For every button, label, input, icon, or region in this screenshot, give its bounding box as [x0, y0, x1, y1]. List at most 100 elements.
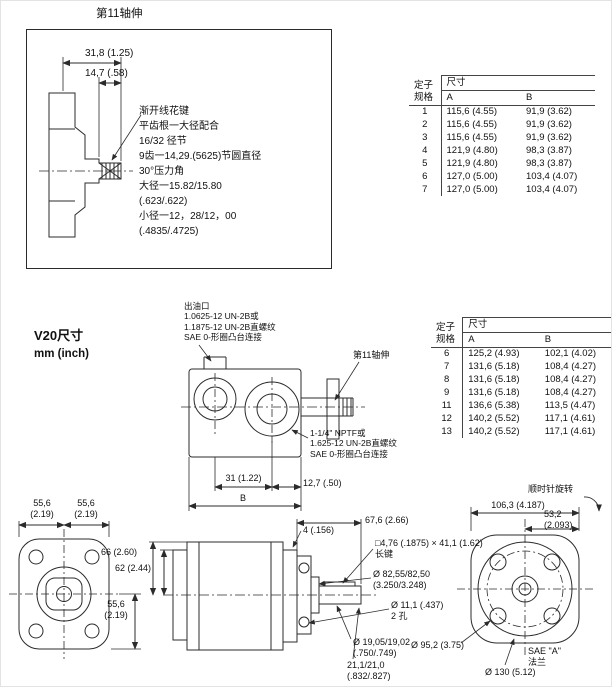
dim-label-556-top-left: 55,6 (2.19): [30, 498, 54, 519]
dim-label-b: B: [240, 493, 247, 503]
table-row: 7 131,6 (5.18) 108,4 (4.27): [431, 360, 611, 374]
table-row: 6 127,0 (5.00) 103,4 (4.07): [409, 170, 595, 183]
table-cell: 6: [431, 347, 464, 361]
table-cell: 102,1 (4.02): [544, 348, 597, 360]
table-cell: 121,9 (4.80): [446, 144, 498, 156]
table-cell: 6: [409, 170, 442, 183]
table-cell: 7: [409, 183, 442, 196]
table2-header-spec: 定子 规格: [431, 317, 464, 348]
table-cell: 108,4 (4.27): [544, 361, 597, 373]
spline-notes: 渐开线花键 平齿根一大径配合 16/32 径节 9齿一14,29.(5625)节…: [139, 106, 262, 237]
bolt-circle-label: Ø 95,2 (3.75): [411, 640, 465, 650]
table-row: 8 131,6 (5.18) 108,4 (4.27): [431, 373, 611, 387]
table-cell: 127,0 (5.00): [446, 183, 498, 195]
table-cell: 136,6 (5.38): [468, 399, 520, 411]
table-cell: 98,3 (3.87): [526, 157, 572, 169]
table-cell: 117,1 (4.61): [544, 425, 596, 437]
table-cell: 115,6 (4.55): [446, 106, 498, 118]
table-cell: 13: [431, 425, 464, 438]
table-cell: 113,5 (4.47): [544, 399, 596, 411]
table-cell: 117,1 (4.61): [544, 412, 596, 424]
table-cell: 108,4 (4.27): [544, 374, 597, 385]
outer-diameter-label: Ø 130 (5.12): [485, 667, 536, 677]
pump-front-view: [9, 521, 187, 659]
table-row: 13 140,2 (5.52) 117,1 (4.61): [431, 425, 611, 438]
table-row: 4 121,9 (4.80) 98,3 (3.87): [409, 144, 595, 158]
table-cell: 8: [431, 373, 464, 387]
dim-label-1063: 106,3 (4.187): [491, 500, 545, 510]
table-cell: 103,4 (4.07): [526, 170, 578, 182]
table-cell: 131,6 (5.18): [468, 374, 520, 385]
outlet-port-label: 出油口 1.0625-12 UN-2B或 1.1875-12 UN-2B直螺纹 …: [184, 301, 276, 343]
table-cell: 115,6 (4.55): [446, 119, 498, 131]
shaft-diameter-label: Ø 19,05/19,02 (.750/.749): [353, 637, 411, 658]
table1-header-spec: 定子 规格: [409, 75, 442, 106]
table-row: 11 136,6 (5.38) 113,5 (4.47): [431, 399, 611, 413]
table2-body: 6 125,2 (4.93) 102,1 (4.02) 7 131,6 (5.18) 10…: [431, 347, 611, 438]
inlet-port-label: 1-1/4" NPTF或 1.625-12 UN-2B直螺纹 SAE 0-形圈凸…: [310, 428, 397, 459]
table-cell: 140,2 (5.52): [468, 412, 520, 424]
table1-body: 1 115,6 (4.55) 91,9 (3.62) 2 115,6 (4.55) 91,…: [409, 105, 595, 196]
dim-label-4: 4 (.156): [303, 525, 335, 535]
dim-label-31: 31 (1.22): [225, 473, 262, 483]
table-cell: 91,9 (3.62): [526, 119, 572, 131]
dim-label-overall: 31,8 (1.25): [85, 48, 134, 59]
table-cell: 3: [409, 131, 442, 145]
dim-label-676: 67,6 (2.66): [365, 515, 409, 525]
table-cell: 115,6 (4.55): [446, 132, 498, 143]
pump-top-view: [181, 344, 365, 511]
table-cell: 121,9 (4.80): [446, 157, 498, 169]
table-cell: 5: [409, 157, 442, 171]
rotation-label: 顺时针旋转: [528, 484, 574, 494]
table-cell: 12: [431, 412, 464, 425]
dim-label-556-top-right: 55,6 (2.19): [74, 498, 98, 519]
table-cell: 140,2 (5.52): [468, 425, 520, 437]
table-cell: 4: [409, 144, 442, 158]
table-cell: 98,3 (3.87): [526, 144, 572, 156]
table-row: 7 127,0 (5.00) 103,4 (4.07): [409, 183, 595, 196]
table2-header-dim: 尺寸: [462, 317, 611, 333]
shaft-detail-title: 第11轴伸: [96, 8, 143, 20]
pump-side-view: [163, 519, 390, 660]
table-row: 3 115,6 (4.55) 91,9 (3.62): [409, 131, 595, 145]
table2-header-a: A: [462, 332, 540, 348]
table-cell: 2: [409, 118, 442, 132]
pump-rear-view: [457, 496, 602, 666]
table2-header-b: B: [539, 332, 611, 348]
shaft-extension-label: 第11轴伸: [353, 350, 390, 360]
table-cell: 91,9 (3.62): [526, 106, 572, 118]
key-label: □4,76 (.1875) × 41,1 (1.62) 长键: [375, 538, 483, 559]
table-cell: 125,2 (4.93): [468, 348, 520, 360]
table-cell: 131,6 (5.18): [468, 361, 520, 373]
table-row: 5 121,9 (4.80) 98,3 (3.87): [409, 157, 595, 171]
shaft-detail-drawing: [26, 29, 332, 269]
table-cell: 11: [431, 399, 464, 413]
table-row: 2 115,6 (4.55) 91,9 (3.62): [409, 118, 595, 132]
v20-title: V20尺寸: [34, 328, 84, 343]
table-cell: 1: [409, 105, 442, 119]
table-cell: 9: [431, 386, 464, 400]
table-cell: 127,0 (5.00): [446, 170, 498, 182]
units-label: mm (inch): [34, 348, 89, 360]
table-row: 12 140,2 (5.52) 117,1 (4.61): [431, 412, 611, 425]
dim-label-127: 12,7 (.50): [303, 478, 342, 488]
table1-header-b: B: [521, 90, 595, 106]
dim-label-spline: 14,7 (.58): [85, 68, 128, 79]
hole-diameter-label: Ø 11,1 (.437) 2 孔: [391, 600, 444, 621]
dim-label-556-bottom: 55,6 (2.19): [104, 599, 128, 620]
table-row: 1 115,6 (4.55) 91,9 (3.62): [409, 105, 595, 119]
table-row: 6 125,2 (4.93) 102,1 (4.02): [431, 347, 611, 361]
table-cell: 103,4 (4.07): [526, 183, 578, 195]
table-cell: 7: [431, 360, 464, 374]
dim-label-62: 62 (2.44): [115, 563, 152, 573]
table-cell: 91,9 (3.62): [526, 132, 572, 143]
table-cell: 108,4 (4.27): [544, 386, 597, 398]
table1-header-a: A: [441, 90, 521, 106]
flange-label: SAE "A" 法兰: [528, 646, 561, 667]
dim-label-66: 66 (2.60): [101, 547, 138, 557]
